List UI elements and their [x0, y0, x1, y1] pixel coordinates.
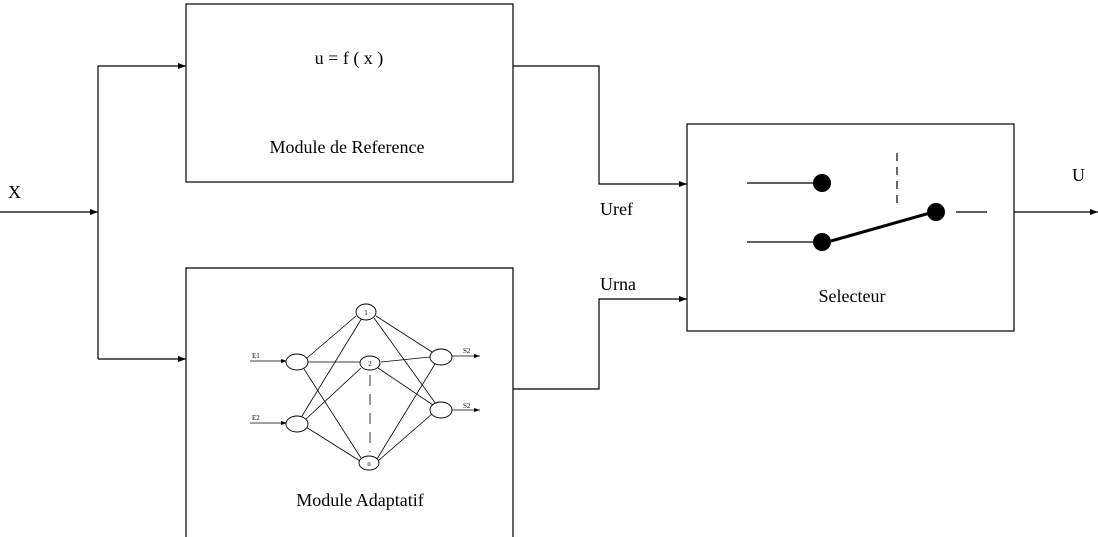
- selector-switch-arm: [830, 211, 931, 243]
- nn-hidden-node: [358, 455, 380, 471]
- adaptive-module: Module Adaptatif E1 E2: [185, 267, 514, 537]
- reference-equation: u = f ( x ): [315, 48, 384, 69]
- nn-input-label-1: E1: [252, 352, 260, 360]
- nn-output-node: [429, 401, 453, 419]
- adaptive-module-title: Module Adaptatif: [296, 490, 423, 510]
- nn-edge: [373, 317, 437, 405]
- nn-hidden-label-n: n: [367, 460, 371, 468]
- selector-box: [686, 123, 1015, 332]
- nn-hidden-label-1: 1: [364, 309, 368, 317]
- nn-edge: [380, 356, 431, 363]
- nn-input-node: [285, 415, 309, 433]
- output-u-label: U: [1072, 165, 1085, 185]
- nn-edge: [377, 413, 433, 462]
- reference-module-title: Module de Reference: [270, 137, 425, 157]
- uref-wire: [513, 65, 687, 187]
- nn-edge: [377, 367, 434, 406]
- nn-edge: [305, 426, 361, 462]
- reference-module-box: [185, 3, 514, 183]
- nn-edge: [376, 363, 436, 460]
- nn-edge: [306, 315, 357, 359]
- nn-hidden-node: [355, 303, 377, 321]
- nn-input-node: [285, 353, 309, 371]
- urna-wire: [513, 296, 687, 390]
- nn-edge: [375, 315, 433, 353]
- nn-output-node: [429, 348, 453, 366]
- selector-title: Selecteur: [819, 286, 886, 306]
- nn-edge: [303, 368, 362, 459]
- input-x-label: X: [8, 182, 21, 202]
- nn-hidden-node: [359, 355, 381, 371]
- selector-contact-2: [813, 233, 831, 251]
- nn-edge: [305, 367, 362, 420]
- nn-hidden-label-2: 2: [368, 360, 372, 368]
- nn-edge: [301, 317, 363, 417]
- nn-output-label-1: S2: [463, 347, 471, 355]
- nn-output-label-2: S2: [463, 402, 471, 410]
- adaptive-module-box: [185, 267, 514, 537]
- selector-pivot: [927, 203, 945, 221]
- urna-label: Urna: [600, 274, 636, 294]
- uref-label: Uref: [600, 199, 633, 219]
- neural-network: E1 E2 S2 S2: [250, 303, 480, 471]
- reference-module: u = f ( x ) Module de Reference: [185, 3, 514, 183]
- selector-contact-1: [813, 174, 831, 192]
- nn-input-label-2: E2: [252, 414, 260, 422]
- selector-module: Selecteur: [686, 123, 1015, 332]
